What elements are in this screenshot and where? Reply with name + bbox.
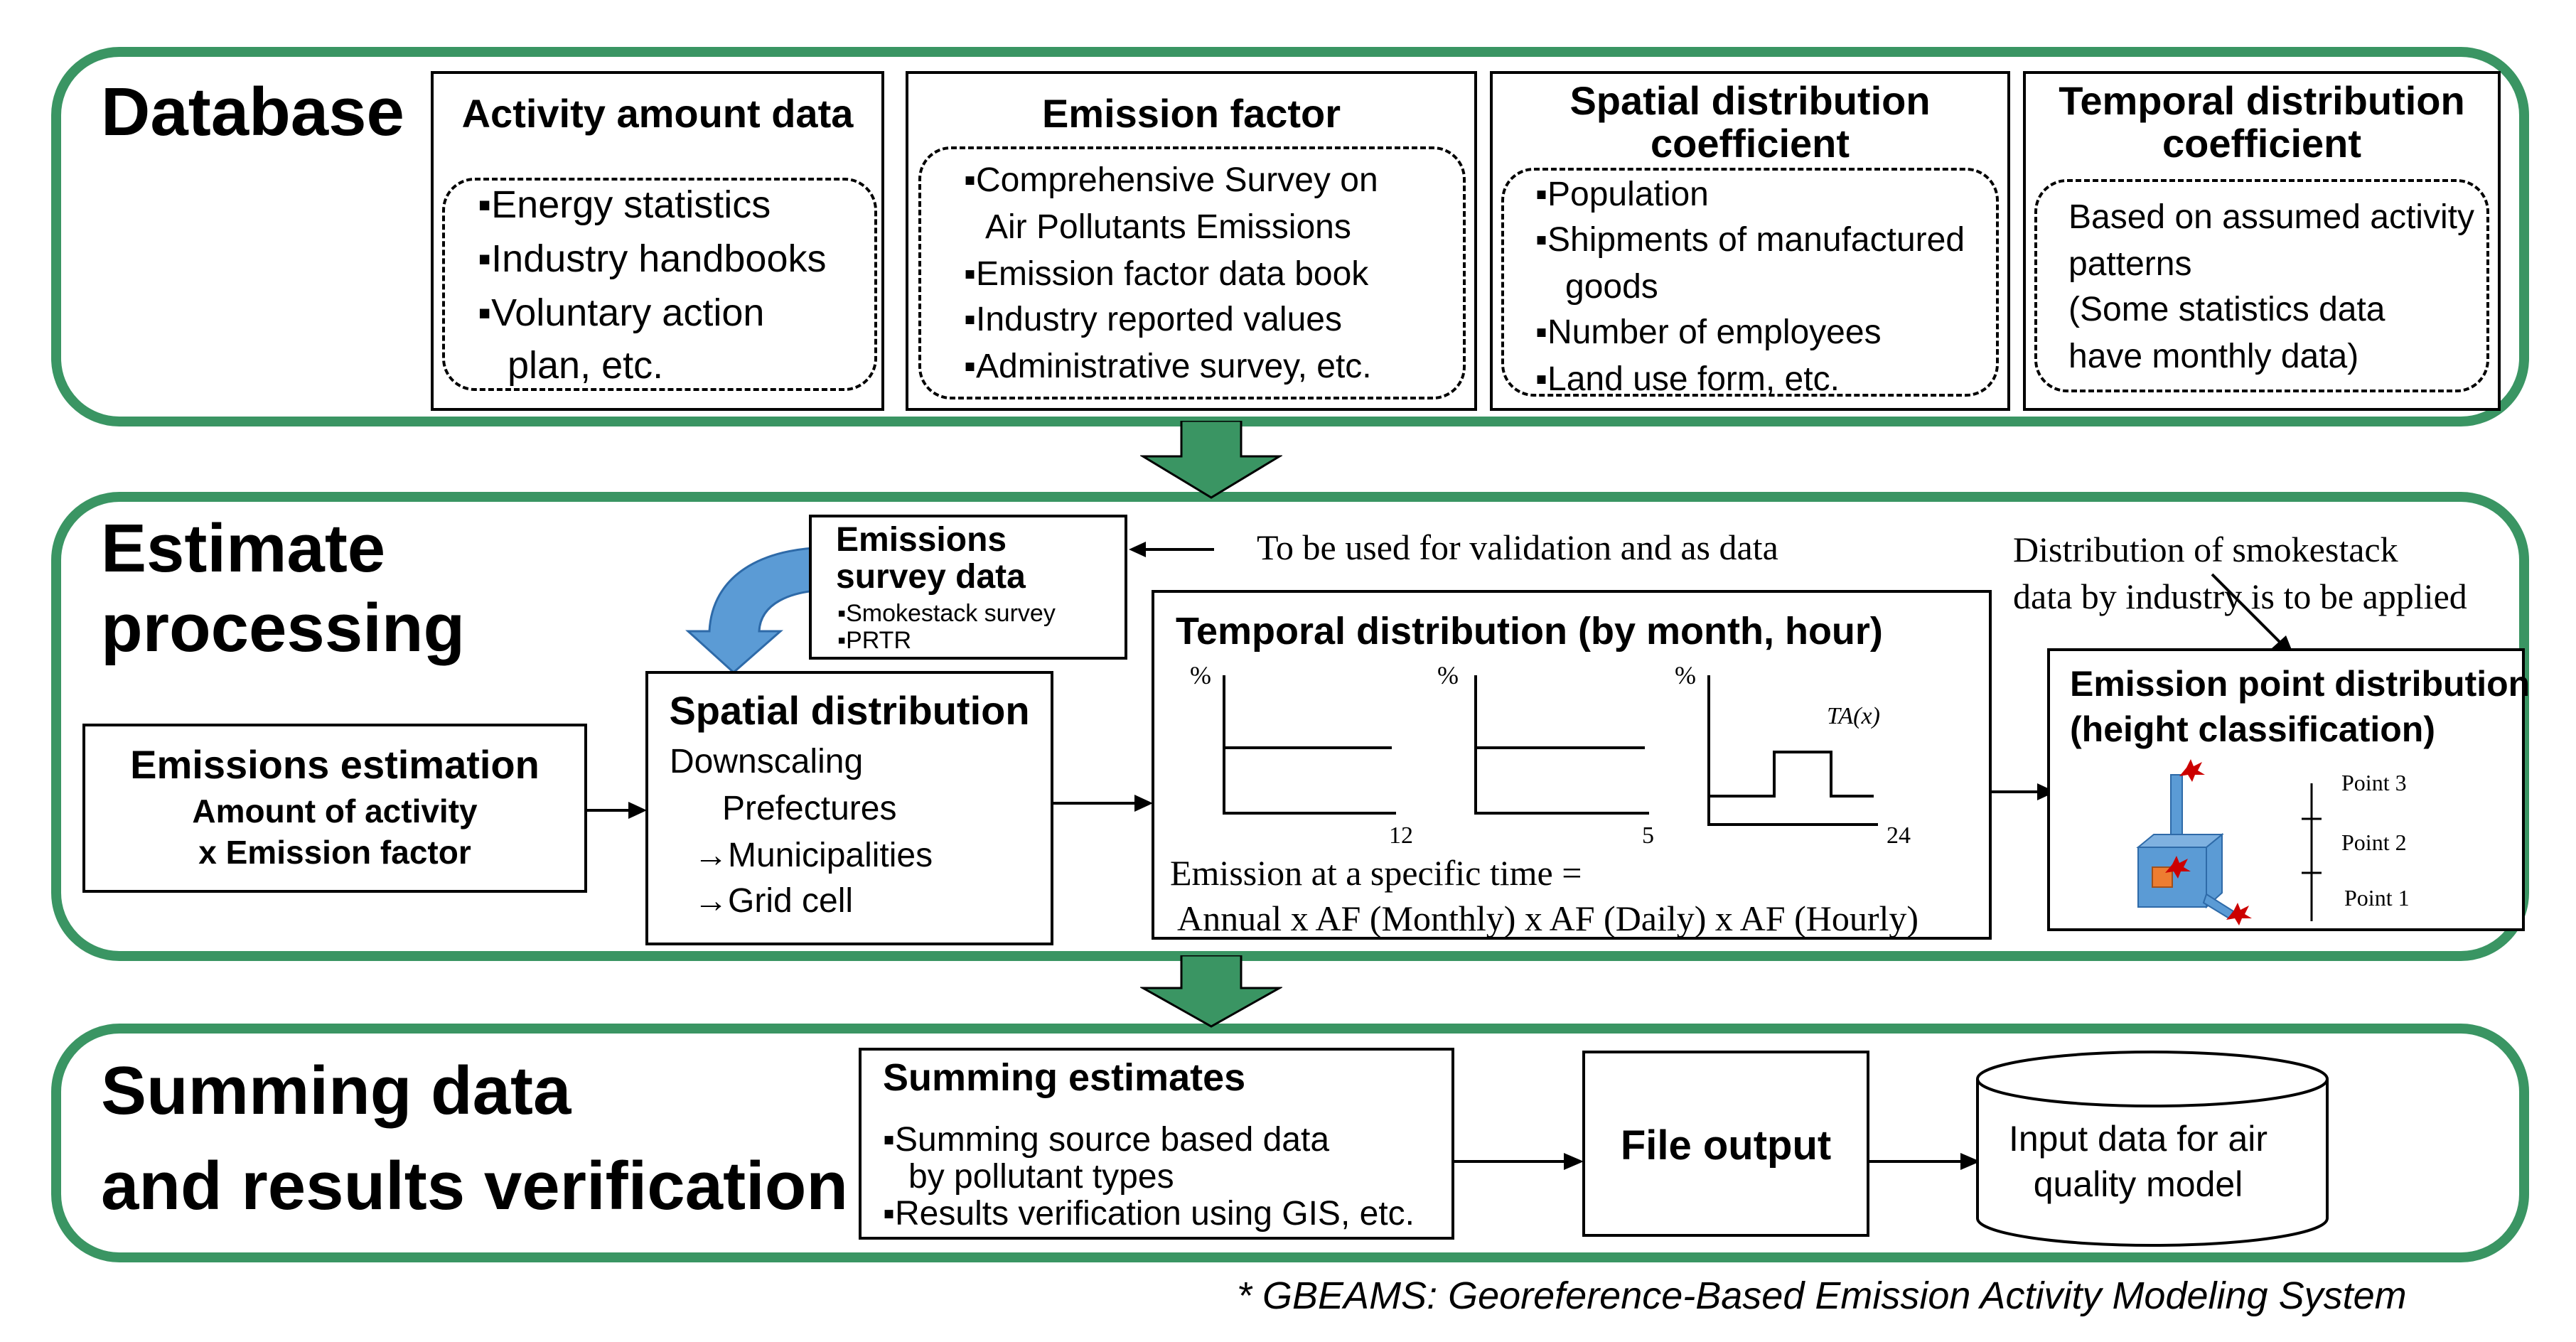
percent-label: % bbox=[1437, 661, 1459, 689]
spatial-distribution-title: Spatial distribution bbox=[669, 688, 1030, 733]
summing-estimates-box bbox=[859, 1048, 1454, 1240]
hourly-profile-line bbox=[1709, 751, 1874, 798]
validation-note: To be used for validation and as data bbox=[1257, 527, 1778, 567]
right-arrow-icon bbox=[1053, 795, 1153, 812]
summing-estimates-title: Summing estimates bbox=[883, 1056, 1246, 1099]
list-item: ▪Number of employees bbox=[1535, 313, 1882, 351]
spark-icon bbox=[2226, 903, 2252, 925]
list-item: ▪Industry handbooks bbox=[478, 237, 827, 280]
spatial-step: →Grid cell bbox=[694, 882, 854, 920]
spatial-step: →Municipalities bbox=[694, 837, 933, 874]
list-item: ▪PRTR bbox=[837, 627, 912, 654]
list-item-continued: Air Pollutants Emissions bbox=[985, 208, 1351, 246]
axis bbox=[1474, 675, 1649, 815]
down-arrow-icon bbox=[1140, 421, 1282, 499]
activity-amount-list bbox=[442, 178, 877, 391]
list-item: (Some statistics data bbox=[2068, 291, 2386, 328]
spatial-step: Prefectures bbox=[722, 790, 897, 827]
emission-point-title: Emission point distribution (height clas… bbox=[2070, 664, 2531, 749]
list-item: ▪Administrative survey, etc. bbox=[964, 348, 1372, 385]
temporal-coefficient-title: Temporal distribution coefficient bbox=[2059, 78, 2465, 166]
summing-title: Summing data and results verification bbox=[101, 1053, 848, 1224]
emission-point-box bbox=[2047, 648, 2525, 931]
smokestack-note: Distribution of smokestack data by indus… bbox=[2013, 530, 2467, 616]
summing-section bbox=[51, 1024, 2529, 1262]
list-item: ▪Summing source based data bbox=[883, 1121, 1330, 1159]
input-data-label: Input data for air quality model bbox=[2008, 1119, 2268, 1204]
axis bbox=[1223, 675, 1396, 815]
list-item-continued: goods bbox=[1565, 268, 1658, 306]
list-item: patterns bbox=[2068, 245, 2192, 283]
list-item: have monthly data) bbox=[2068, 338, 2359, 375]
list-item: ▪Land use form, etc. bbox=[1535, 360, 1840, 398]
list-item: Based on assumed activity bbox=[2068, 198, 2474, 236]
spark-icon bbox=[2179, 759, 2205, 782]
file-output-box bbox=[1582, 1051, 1869, 1237]
spatial-coefficient-title: Spatial distribution coefficient bbox=[1569, 78, 1931, 166]
list-item: ▪Comprehensive Survey on bbox=[964, 161, 1378, 199]
tick-label: 24 bbox=[1887, 822, 1911, 849]
footnote: * GBEAMS: Georeference-Based Emission Ac… bbox=[1237, 1274, 2407, 1317]
list-item: ▪Results verification using GIS, etc. bbox=[883, 1195, 1415, 1233]
list-item-continued: by pollutant types bbox=[908, 1158, 1174, 1196]
tick-label: 12 bbox=[1389, 822, 1413, 849]
database-section bbox=[51, 47, 2529, 426]
right-arrow-icon bbox=[1869, 1153, 1980, 1170]
file-output-label: File output bbox=[1620, 1122, 1832, 1169]
estimate-processing-section bbox=[51, 492, 2529, 961]
spark-icon bbox=[2165, 856, 2191, 879]
list-item: ▪Emission factor data book bbox=[964, 255, 1369, 293]
database-cylinder-icon bbox=[1976, 1051, 2329, 1247]
activity-amount-box bbox=[431, 71, 884, 411]
temporal-profile-graphs: % 12 % 5 % TA(x) 24 bbox=[1190, 661, 1911, 849]
emissions-survey-box bbox=[809, 515, 1127, 660]
point-label: Point 3 bbox=[2341, 770, 2407, 795]
down-arrow-icon bbox=[1140, 955, 1282, 1028]
spatial-coefficient-list bbox=[1501, 168, 1999, 397]
right-arrow-icon bbox=[1454, 1153, 1584, 1170]
factory-icon: Point 3 Point 2 Point 1 bbox=[2136, 759, 2410, 925]
ta-label: TA(x) bbox=[1827, 703, 1880, 729]
emissions-estimation-box bbox=[82, 724, 587, 893]
percent-label: % bbox=[1675, 661, 1696, 689]
database-title: Database bbox=[101, 74, 404, 150]
emissions-estimation-text: Emissions estimation Amount of activity … bbox=[130, 742, 540, 871]
list-item: ▪Energy statistics bbox=[478, 183, 771, 226]
temporal-distribution-box bbox=[1152, 590, 1992, 940]
point-label: Point 2 bbox=[2341, 830, 2407, 855]
right-arrow-icon bbox=[587, 802, 647, 819]
emission-formula: Emission at a specific time = Annual x A… bbox=[1170, 853, 1919, 938]
temporal-coefficient-box bbox=[2023, 71, 2501, 411]
right-arrow-icon bbox=[1992, 783, 2056, 800]
list-item: ▪Population bbox=[1535, 176, 1709, 213]
temporal-distribution-title: Temporal distribution (by month, hour) bbox=[1176, 610, 1883, 653]
list-item-continued: plan, etc. bbox=[508, 344, 664, 387]
activity-amount-title: Activity amount data bbox=[461, 91, 854, 136]
spatial-step: Downscaling bbox=[670, 743, 864, 780]
curved-arrow-icon bbox=[685, 546, 833, 675]
spatial-distribution-box bbox=[645, 671, 1053, 945]
estimate-processing-title: Estimate processing bbox=[101, 510, 466, 666]
temporal-coefficient-list bbox=[2034, 179, 2489, 392]
tick-label: 5 bbox=[1642, 822, 1654, 849]
list-item: ▪Industry reported values bbox=[964, 301, 1342, 338]
left-arrow-icon bbox=[1129, 542, 1214, 557]
down-arrow-icon bbox=[2211, 573, 2295, 657]
percent-label: % bbox=[1190, 661, 1211, 689]
emission-factor-list bbox=[918, 146, 1466, 399]
spatial-coefficient-box bbox=[1490, 71, 2010, 411]
emission-factor-title: Emission factor bbox=[1041, 91, 1341, 136]
emissions-survey-title: Emissions survey data bbox=[836, 521, 1026, 596]
point-label: Point 1 bbox=[2344, 885, 2410, 911]
list-item: ▪Voluntary action bbox=[478, 291, 765, 334]
list-item: ▪Smokestack survey bbox=[837, 600, 1056, 627]
list-item: ▪Shipments of manufactured bbox=[1535, 221, 1965, 259]
axis bbox=[1707, 675, 1878, 826]
emission-factor-box bbox=[906, 71, 1477, 411]
